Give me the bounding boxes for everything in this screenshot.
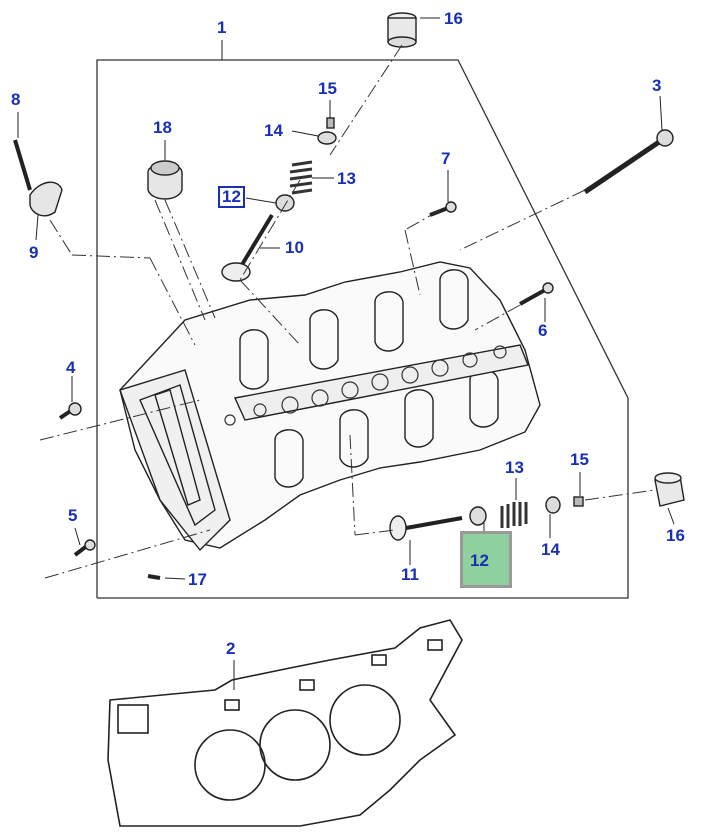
cylinder-head: [119, 261, 541, 552]
callout-9[interactable]: 9: [29, 243, 39, 262]
callout-16-bottom[interactable]: 16: [666, 526, 685, 545]
callout-13-bottom[interactable]: 13: [505, 458, 524, 477]
port-holes: [224, 345, 507, 426]
callout-11[interactable]: 11: [401, 565, 419, 584]
head-gasket: [107, 619, 463, 827]
callout-15-top[interactable]: 15: [318, 79, 337, 98]
assembly-centerlines: [39, 44, 656, 579]
leader-lines: [17, 17, 675, 690]
callout-12-top[interactable]: 12: [218, 186, 245, 208]
callout-4[interactable]: 4: [66, 358, 76, 377]
callout-14-top[interactable]: 14: [264, 121, 283, 140]
callout-10[interactable]: 10: [285, 238, 304, 257]
callout-2[interactable]: 2: [226, 639, 236, 658]
callout-13-top[interactable]: 13: [337, 169, 356, 188]
callout-8[interactable]: 8: [11, 90, 21, 109]
callout-6[interactable]: 6: [538, 321, 548, 340]
callout-15-bottom[interactable]: 15: [570, 450, 589, 469]
callout-14-bottom[interactable]: 14: [541, 540, 560, 559]
callout-17[interactable]: 17: [188, 570, 207, 589]
callout-7[interactable]: 7: [441, 149, 451, 168]
fasteners: [13, 129, 674, 580]
highlighted-part-box[interactable]: [460, 531, 512, 588]
callout-12-highlighted[interactable]: 12: [470, 551, 489, 570]
callout-16-top[interactable]: 16: [444, 9, 463, 28]
callout-5[interactable]: 5: [68, 506, 78, 525]
callout-1[interactable]: 1: [217, 18, 227, 37]
top-valve-parts: [147, 12, 417, 282]
bottom-valve-parts: [389, 472, 685, 541]
callout-18[interactable]: 18: [153, 118, 172, 137]
callout-3[interactable]: 3: [652, 76, 662, 95]
assembly-frame: [96, 59, 629, 599]
